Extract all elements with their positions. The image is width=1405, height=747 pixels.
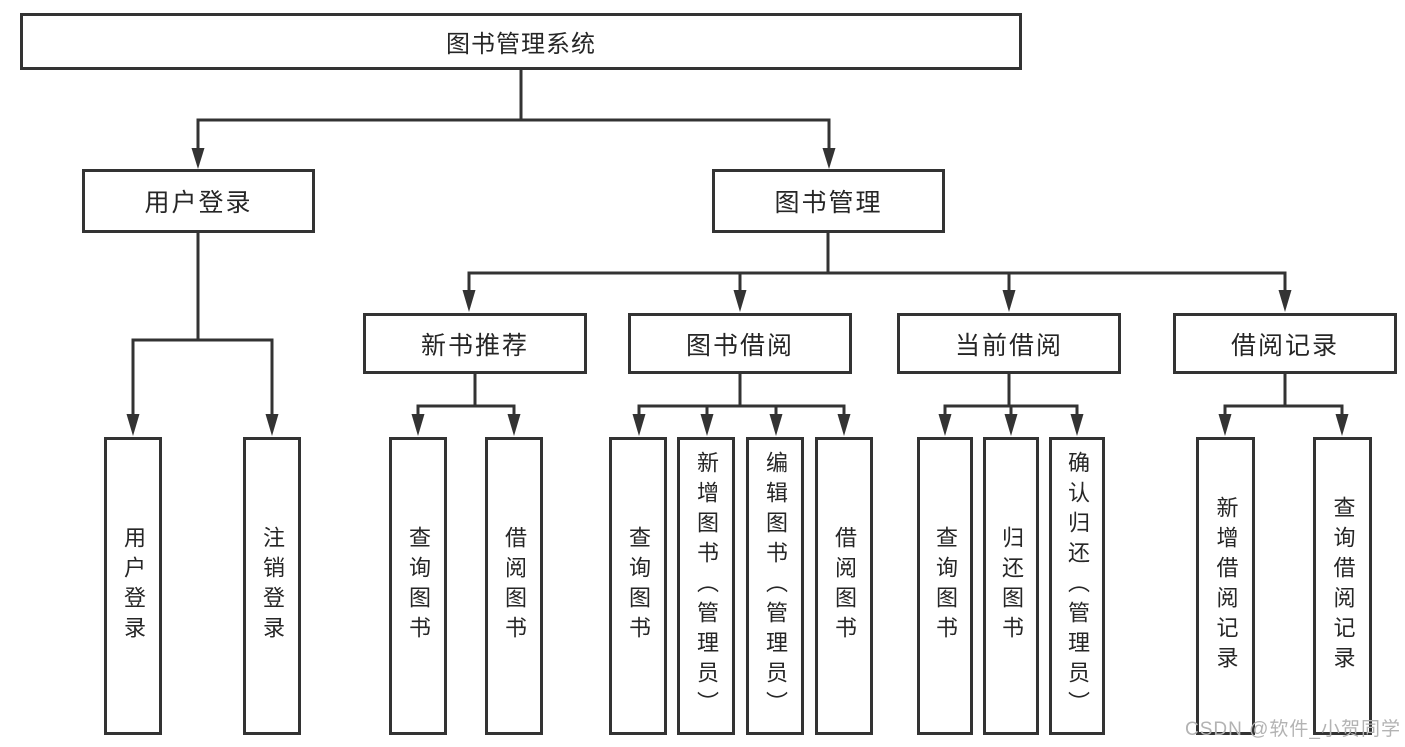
node-new-book-recommend: 新书推荐 bbox=[363, 313, 587, 374]
leaf-user-login: 用户登录 bbox=[104, 437, 162, 735]
node-user-login: 用户登录 bbox=[82, 169, 315, 233]
node-current-borrowing: 当前借阅 bbox=[897, 313, 1121, 374]
leaf-add-borrow-record: 新增借阅记录 bbox=[1196, 437, 1255, 735]
node-borrowing-records: 借阅记录 bbox=[1173, 313, 1397, 374]
leaf-recommend-borrow-books: 借阅图书 bbox=[485, 437, 543, 735]
leaf-edit-books-admin: 编辑图书（管理员） bbox=[746, 437, 804, 735]
node-library-system: 图书管理系统 bbox=[20, 13, 1022, 70]
node-book-borrowing: 图书借阅 bbox=[628, 313, 852, 374]
leaf-add-books-admin: 新增图书（管理员） bbox=[677, 437, 735, 735]
leaf-borrowing-query-books: 查询图书 bbox=[609, 437, 667, 735]
node-book-management: 图书管理 bbox=[712, 169, 945, 233]
leaf-confirm-return-admin: 确认归还（管理员） bbox=[1049, 437, 1105, 735]
leaf-recommend-query-books: 查询图书 bbox=[389, 437, 447, 735]
leaf-current-query-books: 查询图书 bbox=[917, 437, 973, 735]
leaf-return-books: 归还图书 bbox=[983, 437, 1039, 735]
csdn-watermark: CSDN @软件_小贺同学 bbox=[1185, 719, 1401, 740]
leaf-borrowing-borrow-books: 借阅图书 bbox=[815, 437, 873, 735]
leaf-query-borrow-record: 查询借阅记录 bbox=[1313, 437, 1372, 735]
leaf-logout: 注销登录 bbox=[243, 437, 301, 735]
